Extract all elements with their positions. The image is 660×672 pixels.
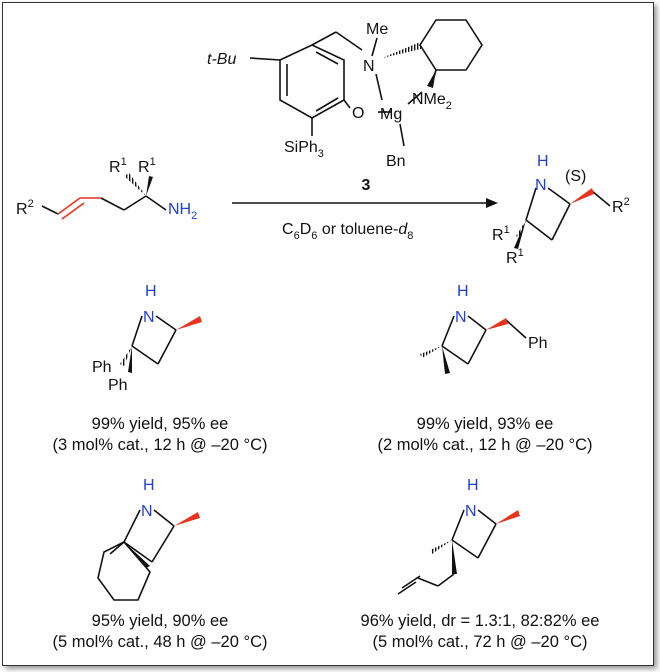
example1-ph1-label: Ph	[92, 359, 112, 376]
example3-structure: H N	[97, 477, 200, 601]
catalyst-o-label: O	[352, 105, 364, 122]
substrate-nh2-label: NH2	[168, 201, 197, 222]
catalyst-number-label: 3	[362, 177, 371, 194]
catalyst-me-label: Me	[366, 21, 388, 38]
example4-caption: 96% yield, dr = 1.3:1, 82:82% ee (5 mol%…	[312, 611, 648, 653]
product-wedge	[570, 188, 594, 204]
product-stereo-label: (S)	[565, 168, 586, 185]
substrate-structure	[41, 195, 167, 215]
example1-h-label: H	[145, 283, 157, 300]
example1-structure: H N Ph Ph	[92, 283, 202, 394]
catalyst-aryl-ring	[279, 44, 345, 119]
example1-n-label: N	[143, 309, 155, 326]
reaction-arrowhead	[486, 198, 498, 208]
example1-ph2-label: Ph	[108, 377, 128, 394]
example2-ph-label: Ph	[528, 335, 548, 352]
product-n-label: N	[535, 177, 547, 194]
example4-h-label: H	[467, 477, 479, 494]
example4-structure: H N	[397, 477, 520, 595]
catalyst-cyclohexane	[419, 19, 483, 71]
example1-caption: 99% yield, 95% ee (3 mol% cat., 12 h @ –…	[10, 414, 310, 456]
catalyst-n-label: N	[363, 58, 375, 75]
catalyst-nme2-label: NMe2	[412, 91, 452, 112]
substrate-r1a-label: R1	[109, 156, 127, 176]
example4-conditions: (5 mol% cat., 72 h @ –20 °C)	[372, 633, 588, 651]
catalyst-wedge-bond	[427, 70, 436, 88]
substrate-r2-label: R2	[16, 198, 34, 218]
example3-caption: 95% yield, 90% ee (5 mol% cat., 48 h @ –…	[10, 611, 310, 653]
catalyst-hash-bond	[382, 42, 421, 58]
substrate-alkene	[57, 197, 101, 220]
example3-n-label: N	[141, 503, 153, 520]
figure-frame	[2, 2, 654, 666]
product-structure	[525, 187, 611, 241]
catalyst-siph3-label: SiPh3	[284, 139, 324, 160]
example1-conditions: (3 mol% cat., 12 h @ –20 °C)	[52, 436, 268, 454]
example2-n-label: N	[455, 309, 467, 326]
example2-h-label: H	[457, 283, 469, 300]
product-wedge-r1	[514, 220, 526, 249]
product-r1b-label: R1	[506, 247, 524, 267]
example4-n-label: N	[465, 503, 477, 520]
example2-conditions: (2 mol% cat., 12 h @ –20 °C)	[377, 436, 593, 454]
example1-yield: 99% yield, 95% ee	[91, 415, 229, 433]
product-r2-label: R2	[612, 196, 630, 216]
substrate-hash-r1	[124, 173, 146, 196]
example2-caption: 99% yield, 93% ee (2 mol% cat., 12 h @ –…	[330, 414, 640, 456]
substrate-r1b-label: R1	[138, 156, 156, 176]
example2-yield: 99% yield, 93% ee	[416, 415, 554, 433]
catalyst-bn-label: Bn	[386, 153, 406, 170]
reaction-conditions: C6D6 or toluene-d8	[282, 221, 413, 242]
catalyst-tbu-label: t-Bu	[207, 51, 236, 68]
product-r1a-label: R1	[492, 224, 510, 244]
catalyst-mg-label: Mg	[380, 106, 402, 123]
example3-yield: 95% yield, 90% ee	[91, 612, 229, 630]
example2-structure: H N Ph	[420, 283, 548, 374]
example3-h-label: H	[143, 477, 155, 494]
catalyst-structure	[249, 19, 483, 147]
example4-yield: 96% yield, dr = 1.3:1, 82:82% ee	[360, 612, 600, 630]
product-h-label: H	[537, 153, 549, 170]
substrate-wedge-r1	[146, 176, 153, 196]
product-hash	[516, 220, 526, 238]
example3-conditions: (5 mol% cat., 48 h @ –20 °C)	[52, 633, 268, 651]
